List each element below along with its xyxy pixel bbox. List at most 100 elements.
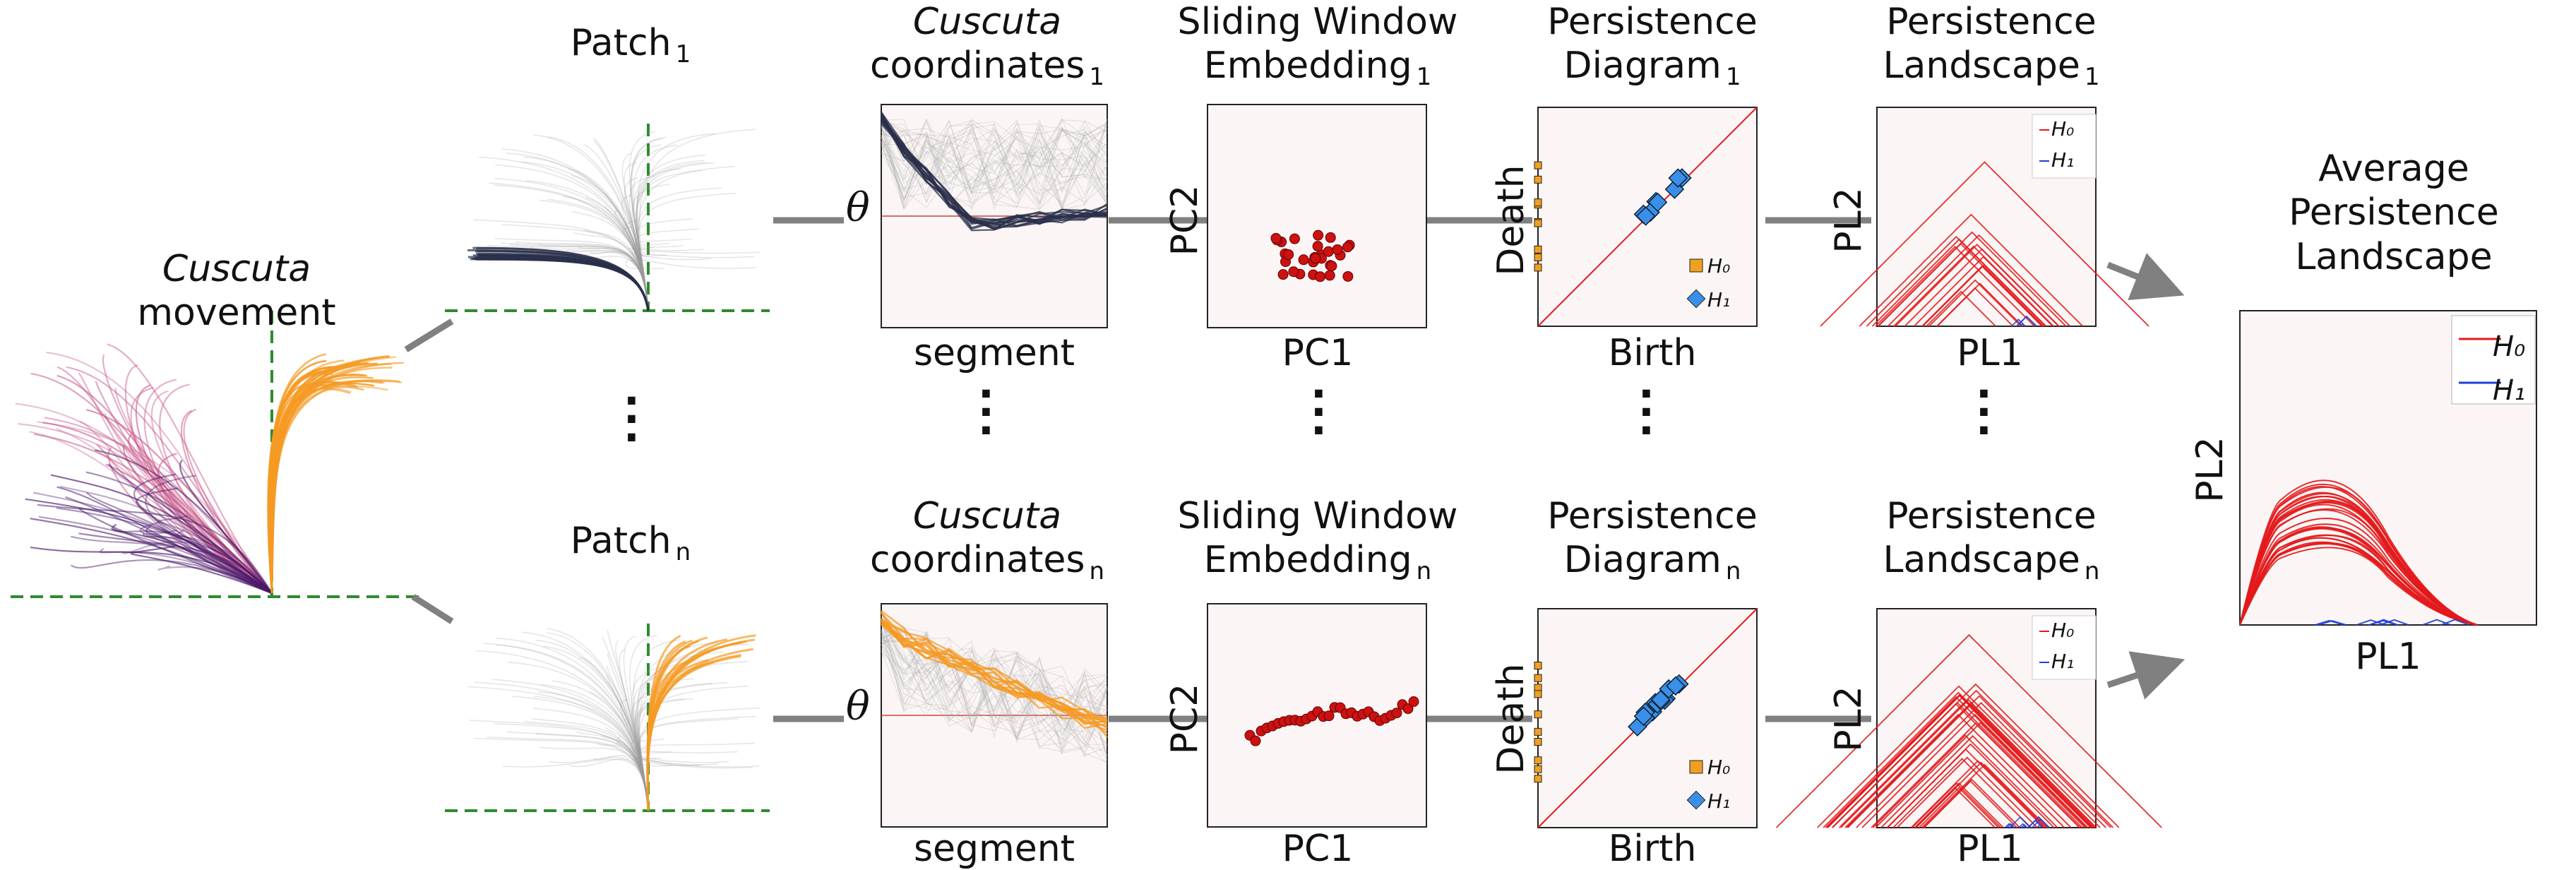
patch-strand-grey bbox=[638, 715, 757, 811]
pl-h0-triangle bbox=[1859, 213, 2084, 327]
coord-trace-grey bbox=[881, 128, 1108, 191]
pd-h0-marker bbox=[1534, 662, 1542, 670]
pd-h1-marker bbox=[1650, 689, 1671, 710]
avg-pl-h1-curve bbox=[2380, 619, 2409, 626]
patch-strand-grey bbox=[634, 218, 693, 311]
patch-strand-grey bbox=[530, 247, 649, 311]
pd-h0-marker bbox=[1534, 674, 1542, 682]
pl-h0-triangle bbox=[1924, 780, 2018, 828]
patch-strand-grey bbox=[630, 144, 662, 311]
avg-title-line3: Landscape bbox=[2295, 235, 2493, 278]
coord-trace-grey bbox=[881, 636, 1108, 755]
coord-trace-grey bbox=[881, 612, 1108, 732]
coord-trace-grey bbox=[881, 122, 1108, 203]
movement-strand bbox=[78, 532, 273, 594]
movement-strand bbox=[157, 565, 273, 594]
sw-point bbox=[1310, 253, 1321, 264]
arrow-pl-bottom-to-average bbox=[2106, 651, 2186, 700]
patch-strand-grey bbox=[639, 259, 757, 311]
ellipsis-pd: ··· bbox=[1638, 369, 1654, 455]
patch-strand-grey bbox=[539, 199, 649, 311]
pc2-label-bottom: PC2 bbox=[1164, 683, 1206, 755]
coord-trace-grey bbox=[881, 612, 1108, 752]
patch-strand-grey bbox=[628, 131, 655, 311]
pd-h0-marker bbox=[1534, 198, 1542, 207]
patch-strand-grey bbox=[474, 737, 649, 811]
pd-h0-marker bbox=[1534, 775, 1542, 783]
pl-bottom-index: n bbox=[2084, 557, 2100, 586]
pd-h0-marker bbox=[1534, 710, 1542, 719]
patch-strand-grey bbox=[638, 685, 749, 811]
pd-legend-h0-marker bbox=[1689, 258, 1703, 273]
movement-strand bbox=[37, 503, 273, 594]
patch-strand-grey bbox=[494, 184, 649, 311]
movement-strand bbox=[71, 535, 273, 594]
coords-top-line1: Cuscuta bbox=[912, 1, 1062, 43]
coords-top-index: 1 bbox=[1089, 63, 1105, 92]
pd-top-panel bbox=[1534, 107, 1758, 327]
pl-h0-triangle bbox=[1776, 633, 2162, 828]
movement-strand bbox=[180, 410, 273, 594]
patch-strand-grey bbox=[622, 226, 649, 311]
pl-top-line1: Persistence bbox=[1886, 1, 2097, 43]
patch-strand-grey bbox=[633, 245, 684, 311]
patch-strand-grey bbox=[501, 242, 649, 311]
coord-trace-grey bbox=[881, 645, 1108, 726]
pd-h0-marker bbox=[1534, 253, 1542, 261]
patch-strand-grey bbox=[602, 637, 649, 811]
patch-top-figure bbox=[445, 124, 770, 312]
coords-top-panel bbox=[880, 104, 1108, 328]
pd-h1-marker bbox=[1635, 206, 1656, 226]
movement-strand bbox=[30, 518, 273, 594]
pl-h0-triangle bbox=[1847, 695, 2111, 828]
pl-h1-triangle bbox=[2009, 816, 2031, 828]
coord-trace-grey bbox=[881, 635, 1108, 745]
coord-trace-grey bbox=[881, 119, 1108, 208]
patch-strand-grey bbox=[616, 736, 649, 811]
patch-strand-grey bbox=[523, 156, 649, 311]
pd-bottom-legend-h0: H₀ bbox=[1707, 756, 1731, 779]
coord-trace-grey bbox=[881, 132, 1108, 205]
movement-strand bbox=[65, 496, 273, 594]
pc1-label-top: PC1 bbox=[1282, 332, 1354, 374]
coord-trace-grey bbox=[881, 628, 1108, 756]
patch-strand-grey bbox=[492, 679, 649, 811]
movement-strand-orange bbox=[267, 372, 333, 594]
coords-bottom-index: n bbox=[1089, 557, 1104, 586]
pd-h0-marker bbox=[1534, 263, 1542, 272]
patch-strand-grey bbox=[547, 198, 649, 311]
patch-strand-grey bbox=[469, 720, 649, 811]
patch-strand-grey bbox=[606, 665, 649, 811]
pl-h0-triangle bbox=[1817, 685, 2101, 828]
patch-strand-grey bbox=[638, 192, 737, 311]
pl-bottom-legend-h1: H₁ bbox=[2051, 650, 2075, 673]
patch-strand-grey bbox=[585, 196, 649, 311]
coord-trace-highlight bbox=[881, 619, 1108, 725]
segment-label-top: segment bbox=[913, 332, 1075, 374]
patch-strand-grey bbox=[494, 177, 649, 311]
coord-trace-grey bbox=[881, 119, 1108, 205]
sw-bottom-panel bbox=[1207, 603, 1427, 828]
patch-strand-highlight bbox=[475, 256, 650, 311]
patch-strand-grey bbox=[639, 251, 761, 311]
sw-point bbox=[1408, 696, 1419, 708]
coord-trace-grey bbox=[881, 124, 1108, 210]
coord-trace-grey bbox=[881, 611, 1108, 758]
avg-pl-h0-curve bbox=[2239, 496, 2478, 626]
sw-point bbox=[1391, 708, 1402, 719]
avg-pl-h1-curve bbox=[2369, 619, 2398, 626]
patch-strand-grey bbox=[638, 165, 735, 311]
patch-strand-grey bbox=[578, 246, 649, 311]
patch-strand-grey bbox=[515, 241, 649, 311]
patch-strand-highlight bbox=[477, 256, 650, 311]
patch-strand-grey bbox=[489, 182, 649, 311]
theta-label-top: θ bbox=[846, 185, 870, 231]
pd-h0-marker bbox=[1534, 756, 1542, 765]
patch-strand-grey bbox=[636, 254, 711, 311]
coord-trace-grey bbox=[881, 626, 1108, 756]
movement-strand bbox=[144, 529, 273, 594]
